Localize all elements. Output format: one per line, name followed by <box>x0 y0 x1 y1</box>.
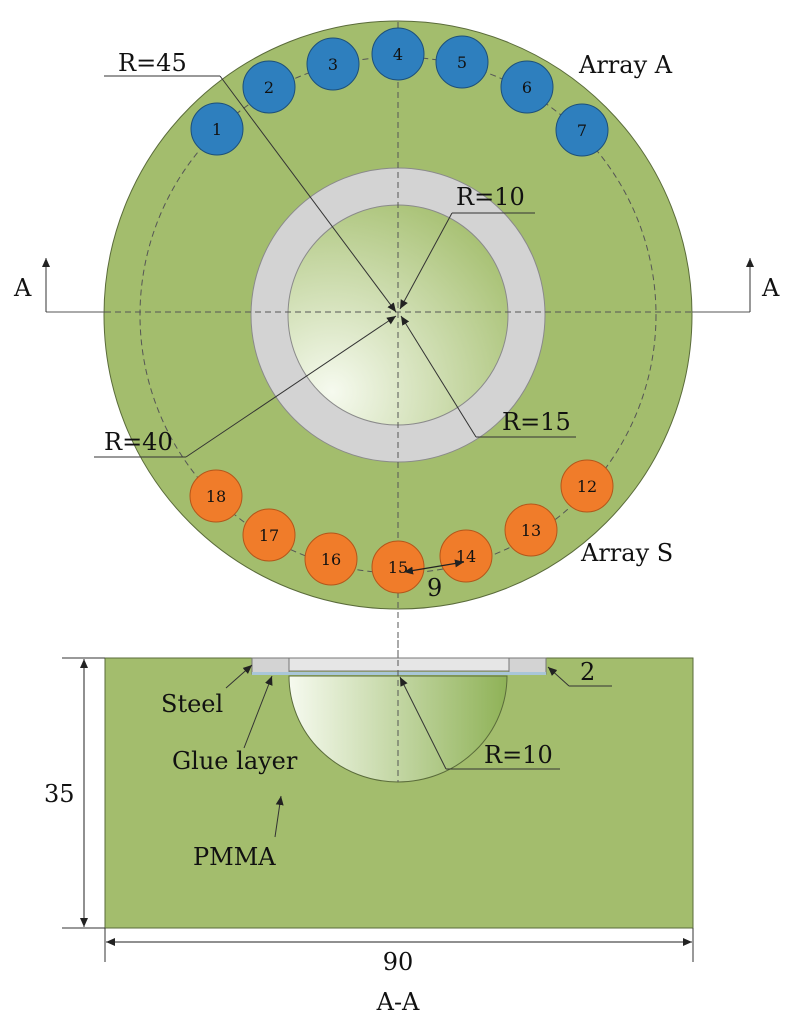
array-s-sensor-15: 15 <box>371 540 425 594</box>
width-dimension: 90 <box>104 928 694 976</box>
steel-callout: Steel <box>161 664 253 718</box>
height-dimension: 35 <box>44 657 105 929</box>
glue-hemisphere <box>288 675 508 783</box>
svg-text:18: 18 <box>206 487 226 506</box>
radius-r10-section-callout: R=10 <box>399 676 560 770</box>
sensor-spacing-label: 9 <box>427 574 442 602</box>
thickness-label: 2 <box>580 658 595 686</box>
svg-text:15: 15 <box>388 558 408 577</box>
height-label: 35 <box>44 780 75 808</box>
array-s-label: Array S <box>580 539 673 567</box>
svg-text:12: 12 <box>577 477 597 496</box>
steel-label: Steel <box>161 690 223 718</box>
array-a-sensor-1: 1 <box>190 102 244 156</box>
glue-callout: Glue layer <box>172 675 298 775</box>
array-a-sensor-5: 5 <box>435 35 489 89</box>
svg-text:4: 4 <box>393 45 403 64</box>
steel-plate-center <box>288 657 510 672</box>
radius-r40-callout: R=40 <box>94 315 397 458</box>
array-s-sensor-12: 12 <box>560 459 614 513</box>
section-marker-left: A <box>13 258 105 313</box>
width-label: 90 <box>383 948 414 976</box>
array-s-sensor-16: 16 <box>304 532 358 586</box>
svg-text:2: 2 <box>264 78 274 97</box>
array-s-sensor-17: 17 <box>242 508 296 562</box>
radius-r10-top-callout: R=10 <box>399 183 535 310</box>
svg-text:5: 5 <box>457 53 467 72</box>
array-a-sensor-3: 3 <box>306 37 360 91</box>
radius-r10-section-label: R=10 <box>484 741 553 769</box>
array-a-sensor-6: 6 <box>500 60 554 114</box>
pmma-callout: PMMA <box>193 795 284 871</box>
sensor-spacing-dimension: 9 <box>403 559 465 602</box>
svg-text:13: 13 <box>521 521 541 540</box>
svg-text:17: 17 <box>259 526 279 545</box>
svg-text:16: 16 <box>321 550 341 569</box>
radius-r45-label: R=45 <box>118 49 187 77</box>
svg-text:6: 6 <box>522 78 532 97</box>
section-title: A-A <box>376 988 420 1016</box>
thickness-callout: 2 <box>547 658 612 687</box>
radius-r40-label: R=40 <box>104 428 173 456</box>
array-a-sensor-2: 2 <box>242 60 296 114</box>
svg-text:7: 7 <box>577 121 587 140</box>
radius-r15-callout: R=15 <box>400 315 576 438</box>
glue-layer-strip <box>252 672 546 675</box>
array-a-sensor-7: 7 <box>555 103 609 157</box>
array-s-sensor-14: 14 <box>439 529 493 583</box>
glue-label: Glue layer <box>172 747 298 775</box>
radius-r45-callout: R=45 <box>104 49 397 313</box>
section-marker-right-label: A <box>761 274 780 302</box>
pmma-label: PMMA <box>193 843 276 871</box>
radius-r15-label: R=15 <box>502 408 571 436</box>
array-s-sensor-18: 18 <box>189 469 243 523</box>
section-marker-right: A <box>692 258 780 313</box>
steel-plate-right <box>508 657 547 675</box>
section-marker-left-label: A <box>13 274 32 302</box>
array-a-sensor-4: 4 <box>371 27 425 81</box>
array-s-sensor-13: 13 <box>504 503 558 557</box>
svg-text:1: 1 <box>212 120 222 139</box>
steel-plate-left <box>251 657 290 675</box>
radius-r10-top-label: R=10 <box>456 183 525 211</box>
array-a-label: Array A <box>578 51 673 79</box>
svg-text:3: 3 <box>328 55 338 74</box>
